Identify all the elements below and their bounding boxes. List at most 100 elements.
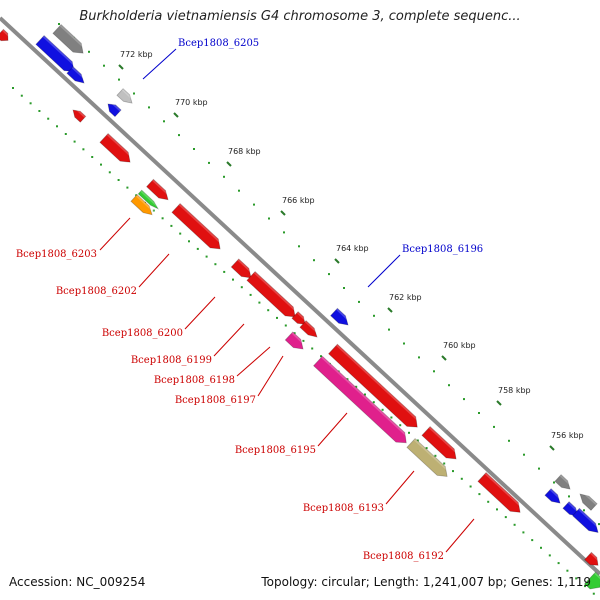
label-leader-line (317, 412, 348, 447)
track-dot (425, 447, 428, 450)
gene-label[interactable]: Bcep1808_6205 (178, 38, 259, 49)
gene-feature[interactable] (554, 474, 574, 493)
track-dot (381, 408, 384, 411)
scale-tick-mark (280, 210, 286, 216)
track-dot (390, 416, 393, 419)
track-dot (583, 509, 585, 512)
track-dot (64, 133, 67, 135)
track-dot (418, 356, 420, 359)
track-dot (258, 301, 261, 304)
track-dot (408, 431, 410, 434)
track-dot (460, 477, 463, 480)
track-dot (538, 467, 540, 470)
scale-tick-label: 760 kbp (443, 341, 476, 350)
gene-feature[interactable] (105, 100, 122, 118)
map-title: Burkholderia vietnamiensis G4 chromosome… (79, 9, 521, 24)
track-dot (448, 384, 450, 387)
scale-tick-label: 770 kbp (175, 98, 208, 107)
track-dot (298, 245, 300, 248)
gene-feature[interactable] (299, 320, 321, 341)
gene-feature[interactable] (313, 355, 411, 447)
gene-feature[interactable] (246, 271, 300, 322)
track-dot (208, 161, 210, 164)
track-dot (20, 94, 23, 97)
gene-feature[interactable] (130, 194, 156, 218)
track-dot (135, 194, 138, 197)
track-dot (553, 481, 555, 484)
gene-label[interactable]: Bcep1808_6202 (56, 286, 137, 297)
track-dot (478, 493, 481, 496)
track-dot (575, 577, 578, 580)
scale-tick-mark (118, 64, 124, 70)
track-dot (117, 179, 120, 181)
track-dot (293, 332, 296, 335)
gene-feature[interactable] (0, 28, 12, 44)
track-dot (598, 523, 600, 526)
gene-feature[interactable] (406, 438, 452, 481)
track-dot (118, 78, 120, 81)
gene-label[interactable]: Bcep1808_6200 (102, 328, 183, 339)
track-dot (108, 171, 111, 174)
track-dot (355, 385, 358, 388)
label-leader-line (385, 470, 415, 505)
scale-tick-mark (549, 445, 555, 451)
track-dot (373, 314, 375, 317)
label-leader-line (367, 254, 401, 288)
gene-feature[interactable] (477, 472, 525, 517)
track-dot (508, 439, 510, 442)
track-dot (531, 539, 534, 542)
track-dot (584, 585, 586, 588)
gene-label[interactable]: Bcep1808_6198 (154, 375, 235, 386)
gene-feature[interactable] (171, 203, 225, 254)
gene-feature[interactable] (572, 507, 600, 536)
track-dot (238, 189, 240, 192)
gene-label[interactable]: Bcep1808_6199 (131, 355, 212, 366)
track-dot (88, 50, 90, 53)
gene-label[interactable]: Bcep1808_6203 (16, 249, 97, 260)
track-dot (283, 231, 285, 234)
track-dot (443, 462, 446, 465)
gene-feature[interactable] (544, 488, 564, 507)
gene-label[interactable]: Bcep1808_6193 (303, 503, 384, 514)
track-dot (82, 148, 85, 151)
track-dot (148, 106, 150, 109)
gene-label[interactable]: Bcep1808_6196 (402, 244, 483, 255)
gene-feature[interactable] (137, 189, 160, 210)
track-dot (47, 117, 50, 120)
track-dot (523, 453, 525, 456)
track-dot (320, 355, 322, 358)
gene-feature[interactable] (230, 258, 255, 282)
track-dot (496, 508, 498, 511)
gene-feature[interactable] (70, 107, 87, 123)
label-leader-line (99, 217, 131, 251)
gene-feature[interactable] (284, 331, 307, 353)
track-dot (284, 324, 287, 327)
track-dot (179, 232, 182, 235)
gene-feature[interactable] (99, 133, 135, 167)
gene-feature[interactable] (328, 343, 422, 432)
track-dot (358, 300, 360, 303)
track-dot (56, 125, 58, 128)
gene-feature[interactable] (421, 426, 461, 464)
label-leader-line (236, 346, 271, 377)
gene-feature[interactable] (146, 178, 172, 203)
track-dot (253, 203, 255, 206)
gene-feature[interactable] (330, 307, 352, 328)
track-dot (493, 425, 495, 428)
gene-feature[interactable] (52, 24, 88, 58)
track-dot (434, 454, 437, 457)
genome-summary-text: Topology: circular; Length: 1,241,007 bp… (261, 575, 591, 589)
gene-label[interactable]: Bcep1808_6192 (363, 551, 444, 562)
gene-feature[interactable] (584, 551, 600, 569)
gene-feature[interactable] (577, 490, 598, 511)
gene-feature[interactable] (291, 311, 309, 328)
track-dot (513, 523, 516, 526)
gene-feature[interactable] (66, 66, 88, 87)
gene-feature[interactable] (116, 88, 136, 107)
gene-label[interactable]: Bcep1808_6197 (175, 395, 256, 406)
track-dot (276, 316, 278, 319)
gene-label[interactable]: Bcep1808_6195 (235, 445, 316, 456)
track-dot (548, 554, 551, 557)
track-dot (452, 470, 454, 473)
